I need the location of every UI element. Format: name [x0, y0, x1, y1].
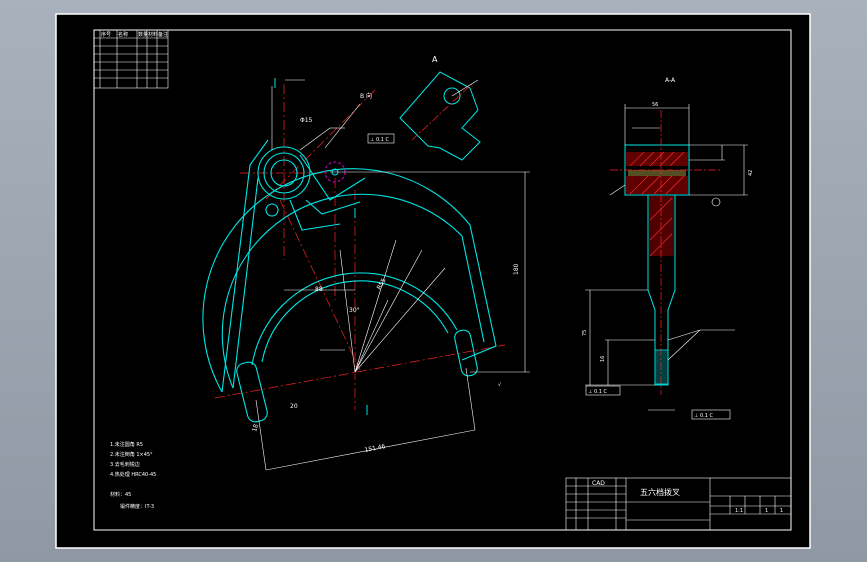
- sheet-value: 1: [765, 508, 768, 514]
- rev-col-4: 材料: [148, 31, 158, 38]
- scale-value: 1:1: [735, 508, 743, 514]
- title-block: [565, 477, 792, 531]
- drawing-border: [93, 29, 792, 531]
- section-marks: [274, 78, 368, 415]
- rev-col-1: 序号: [101, 31, 111, 38]
- fork-outline: [202, 139, 497, 423]
- dim-horizontal: 180: [513, 263, 520, 275]
- revision-table: [93, 29, 169, 89]
- svg-text:⊥ 0.1 C: ⊥ 0.1 C: [694, 413, 713, 419]
- radial-dimensions: [255, 171, 530, 471]
- note-6: 锻件精度：IT-3: [120, 503, 154, 510]
- dim-chord: 20: [290, 403, 298, 410]
- view-label-b: B 向: [360, 92, 372, 100]
- tolerance-frame-1: ⊥ 0.1 C: [367, 133, 395, 144]
- fork-main-view: 180 151.46 88 R55 30° 18 20 B 向 Φ15 ⊥ 0.…: [202, 78, 530, 471]
- boss-leaders: [271, 79, 361, 151]
- note-1: 1.未注圆角 R5: [110, 441, 143, 448]
- dim-left: 18: [251, 423, 260, 432]
- svg-text:⊥ 0.1 C: ⊥ 0.1 C: [588, 389, 607, 395]
- section-highlight: [628, 170, 686, 176]
- tolerance-frame-2: ⊥ 0.1 C: [585, 385, 621, 396]
- dim-bottom: 151.46: [364, 443, 386, 454]
- section-hatching: [626, 151, 688, 257]
- svg-text:⊥ 0.1 C: ⊥ 0.1 C: [370, 137, 389, 143]
- centerlines: [214, 84, 506, 410]
- rev-col-3: 数量: [138, 31, 148, 38]
- rev-col-2: 名称: [118, 31, 128, 38]
- drawing-title: 五六档拨叉: [640, 487, 680, 497]
- cad-label: CAD: [592, 480, 605, 487]
- dim-vertical-main: 88: [315, 286, 323, 293]
- rev-col-5: 备注: [158, 31, 168, 38]
- dim-section-lower: 75: [582, 330, 588, 336]
- dim-section-height: 42: [748, 170, 754, 176]
- section-view-aa: A-A: [582, 77, 754, 420]
- dim-section-small: 16: [600, 356, 606, 362]
- drawing-area: [55, 13, 811, 549]
- dim-hole: Φ15: [300, 117, 313, 124]
- detail-view-a: A: [399, 55, 481, 161]
- technical-notes: 1.未注圆角 R5 2.未注倒角 1×45° 3.去毛刺锐边 4.热处理 HRC…: [110, 441, 156, 510]
- dim-angle: 30°: [349, 307, 360, 314]
- revision-table-header: 序号 名称 数量 材料 备注: [101, 31, 168, 38]
- sheets-value: 1: [780, 508, 783, 514]
- tolerance-frame-3: ⊥ 0.1 C: [691, 409, 731, 420]
- section-label: A-A: [665, 77, 676, 84]
- section-dimensions: [585, 104, 748, 411]
- note-4: 4.热处理 HRC40-45: [110, 471, 156, 478]
- note-5: 材料：45: [110, 491, 131, 498]
- detail-label: A: [432, 55, 438, 64]
- dim-section-top: 56: [652, 102, 658, 108]
- note-2: 2.未注倒角 1×45°: [110, 451, 153, 458]
- roughness-mark: √: [498, 382, 502, 388]
- note-3: 3.去毛刺锐边: [110, 461, 140, 468]
